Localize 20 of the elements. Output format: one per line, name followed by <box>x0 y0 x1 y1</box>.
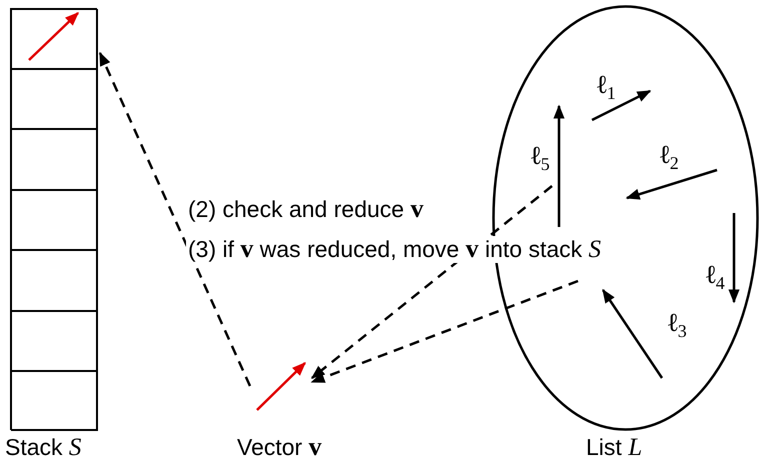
vector-label: ℓ$_{5}$ <box>531 143 550 176</box>
vector-label: ℓ$_{3}$ <box>668 310 687 344</box>
stack-cell <box>11 371 98 431</box>
stack <box>10 8 97 430</box>
stack-cell <box>11 311 98 371</box>
vector-label: ℓ$_{2}$ <box>660 142 679 176</box>
vector-label: ℓ$_{4}$ <box>706 262 725 296</box>
dashed-arrow <box>310 280 578 384</box>
dashed-arrow <box>310 185 553 379</box>
step-note: (3) if v was reduced, move v into stack S <box>186 236 604 263</box>
stack-cell <box>11 190 98 250</box>
vector-label: ℓ$_{1}$ <box>597 72 616 106</box>
stack-cell <box>11 250 98 311</box>
caption-label: Vector v <box>237 434 322 460</box>
stack-cell <box>11 69 98 129</box>
caption-label: Stack S <box>5 434 82 461</box>
caption-label: List L <box>586 434 642 461</box>
stack-cell <box>11 129 98 190</box>
stack-cell <box>11 9 98 69</box>
dashed-arrow <box>98 52 252 387</box>
